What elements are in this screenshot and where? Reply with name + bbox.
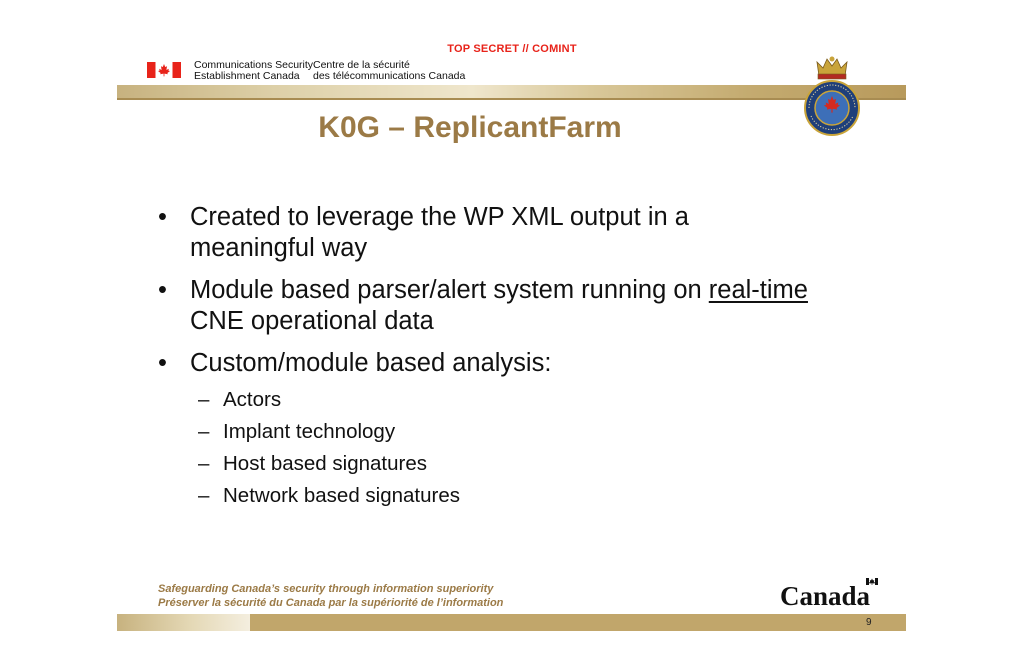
classification-banner: TOP SECRET // COMINT [447,43,577,55]
dash-glyph: – [198,388,210,411]
header-divider [117,98,906,100]
svg-text:Canada: Canada [780,581,871,610]
bullet-item: • Module based parser/alert system runni… [158,276,808,335]
footer-band-light [117,614,250,631]
canada-wordmark-logo: Canada [780,578,878,610]
cse-crest-icon [804,56,860,136]
dash-glyph: – [198,420,210,443]
slide-title: K0G – ReplicantFarm [318,111,622,144]
dash-glyph: – [198,484,210,507]
department-name-en: Communications Security Establishment Ca… [194,59,314,82]
header-band [117,85,906,98]
bullet-item: • Created to leverage the WP XML output … [158,203,689,262]
bullet-glyph: • [158,276,167,304]
canada-flag-icon [147,62,181,78]
sub-bullet-item: – Host based signatures [198,452,427,475]
footer-band [250,614,906,631]
dash-glyph: – [198,452,210,475]
underlined-text: real-time [708,276,808,304]
bullet-list: • Created to leverage the WP XML output … [158,202,858,516]
footer-tagline: Safeguarding Canada’s security through i… [158,583,504,609]
sub-bullet-item: – Implant technology [198,420,396,443]
bullet-glyph: • [158,203,167,231]
sub-bullet-item: – Network based signatures [198,484,461,507]
bullet-item: • Custom/module based analysis: [158,349,552,377]
page-number: 9 [866,617,872,628]
sub-bullet-item: – Actors [198,388,282,411]
bullet-glyph: • [158,349,167,377]
department-name-fr: Centre de la sécurité des télécommunicat… [313,59,466,82]
